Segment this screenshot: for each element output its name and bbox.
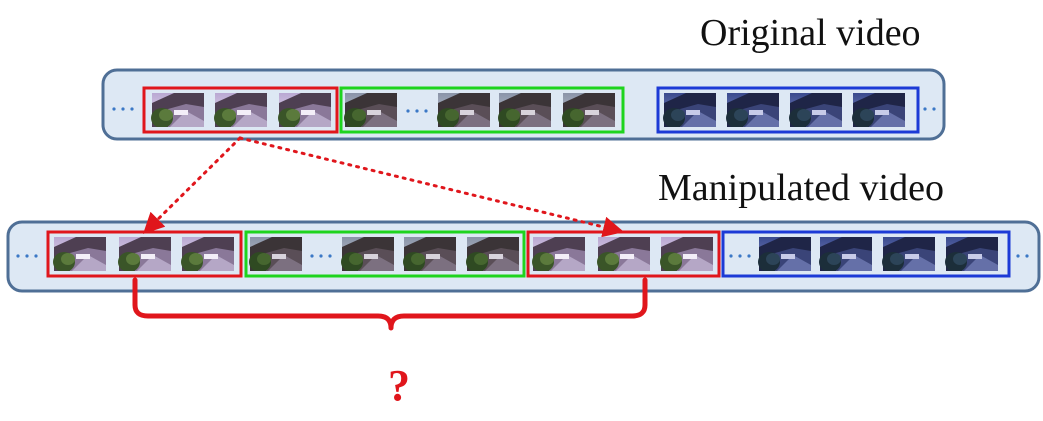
video-frame [403,237,456,271]
bracket-curly-brace [132,277,648,331]
original-segment-red-frames [151,93,331,127]
video-frame [597,237,650,271]
video-frame [118,237,171,271]
manipulated-video-label: Manipulated video [658,167,944,209]
video-frame [882,237,935,271]
video-frame [726,93,779,127]
manipulated-segment-red-duplicate-frames [532,237,713,271]
video-frame [278,93,331,127]
copy-arrow-to-first-segment [143,136,242,234]
manipulated-segment-red-first-frames [53,237,234,271]
video-frame [789,93,842,127]
manipulated-strip [6,220,1041,293]
manipulated-leading-dots [16,254,38,258]
original-segment-red [142,86,339,134]
original-green-inner-dots [406,109,428,113]
original-segment-green-frames [344,93,615,127]
video-frame [341,237,394,271]
video-frame [344,93,397,127]
video-frame [852,93,905,127]
copy-arrow-to-duplicate-segment [238,136,625,238]
manipulated-trailing-dots [1016,254,1029,258]
manipulated-segment-green [244,230,526,278]
video-frame [819,237,872,271]
video-frame [562,93,615,127]
question-mark: ? [388,361,410,410]
video-frame [249,237,302,271]
video-frame [53,237,106,271]
manipulated-segment-blue [721,230,1011,278]
video-frame [758,237,811,271]
original-leading-dots [112,107,134,111]
original-video-label: Original video [700,12,921,54]
manipulated-segment-green-frames [249,237,519,271]
video-frame [466,237,519,271]
video-frame [945,237,998,271]
video-frame [214,93,267,127]
video-frame [663,93,716,127]
original-strip [101,68,946,141]
video-frame [660,237,713,271]
video-frame [151,93,204,127]
video-frame [437,93,490,127]
video-frame [181,237,234,271]
original-trailing-dots [923,107,936,111]
original-segment-green [339,86,625,134]
manipulated-blue-leading-dots [729,254,751,258]
video-frame [498,93,551,127]
manipulated-green-inner-dots [310,254,332,258]
original-segment-blue [656,86,920,134]
video-frame [532,237,585,271]
